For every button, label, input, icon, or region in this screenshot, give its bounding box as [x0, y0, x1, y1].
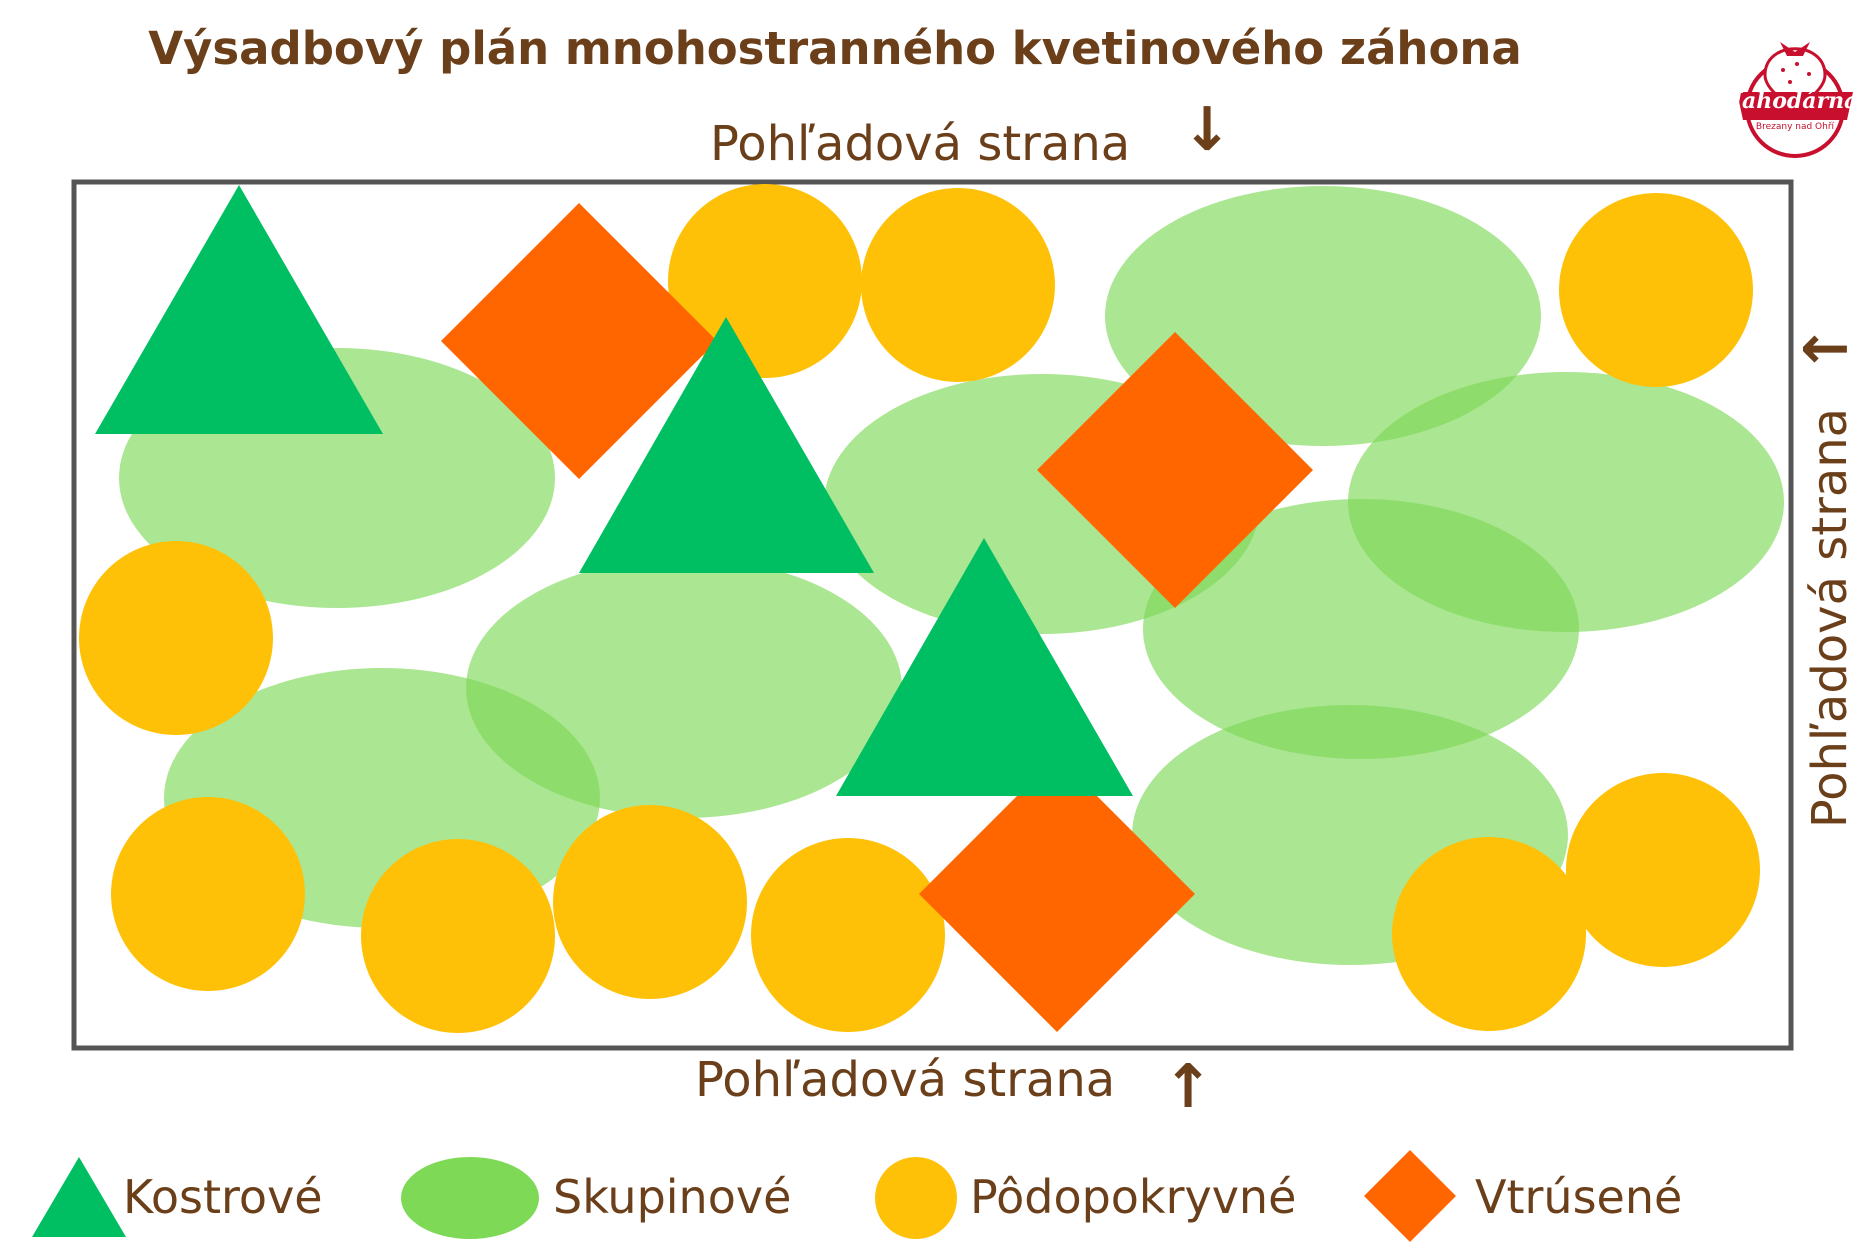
groundcover-plant-circle: [751, 838, 945, 1032]
scattered-plant-diamond: [1037, 332, 1313, 608]
arrow-left-icon: ←: [1800, 313, 1851, 383]
legend-triangle-icon: [32, 1157, 126, 1237]
arrow-down-icon: ↓: [1182, 95, 1233, 165]
groundcover-plant-circle: [1559, 193, 1753, 387]
skeleton-plant-triangle: [95, 185, 383, 434]
logo-name: Jahodárna: [1731, 88, 1859, 114]
groundcover-plant-circle: [668, 184, 862, 378]
view-side-label-bottom: Pohľadová strana: [695, 1052, 1116, 1108]
legend-circle-icon: [875, 1157, 957, 1239]
group-plant-ellipse: [1143, 499, 1579, 759]
groundcover-plant-circle: [79, 541, 273, 735]
groundcover-plant-circle: [111, 797, 305, 991]
strawberry-logo-icon: [1737, 42, 1853, 158]
scattered-plant-diamond: [441, 203, 717, 479]
groundcover-plant-circle: [861, 188, 1055, 382]
logo-subtitle: Brezany nad Ohří: [1755, 122, 1835, 132]
arrow-up-icon: ↑: [1163, 1052, 1214, 1122]
skeleton-plant-triangle: [579, 317, 874, 573]
scattered-plant-diamond: [919, 756, 1195, 1032]
groundcover-plant-circle: [1392, 837, 1586, 1031]
scattered-plants: [441, 203, 1313, 1032]
skeleton-plants: [95, 185, 1133, 796]
legend-label-skupinove: Skupinové: [553, 1170, 792, 1224]
groundcover-plant-circle: [1566, 773, 1760, 967]
legend-diamond-icon: [1364, 1150, 1456, 1242]
legend-label-vtrusene: Vtrúsené: [1475, 1170, 1683, 1224]
flower-bed-frame: [71, 179, 1794, 1051]
groundcover-plant-circle: [361, 839, 555, 1033]
jahodarna-logo: Jahodárna Brezany nad Ohří: [1725, 30, 1865, 160]
legend-ellipse-icon: [401, 1157, 539, 1239]
groundcover-plant-circle: [553, 805, 747, 999]
groundcover-plants: [79, 184, 1760, 1033]
view-side-label-top: Pohľadová strana: [710, 116, 1131, 172]
page-title: Výsadbový plán mnohostranného kvetinovéh…: [148, 22, 1522, 75]
legend-label-podopokryvne: Pôdopokryvné: [970, 1170, 1297, 1224]
skeleton-plant-triangle: [836, 538, 1133, 796]
group-plants: [119, 186, 1784, 965]
legend-label-kostrove: Kostrové: [123, 1170, 323, 1224]
